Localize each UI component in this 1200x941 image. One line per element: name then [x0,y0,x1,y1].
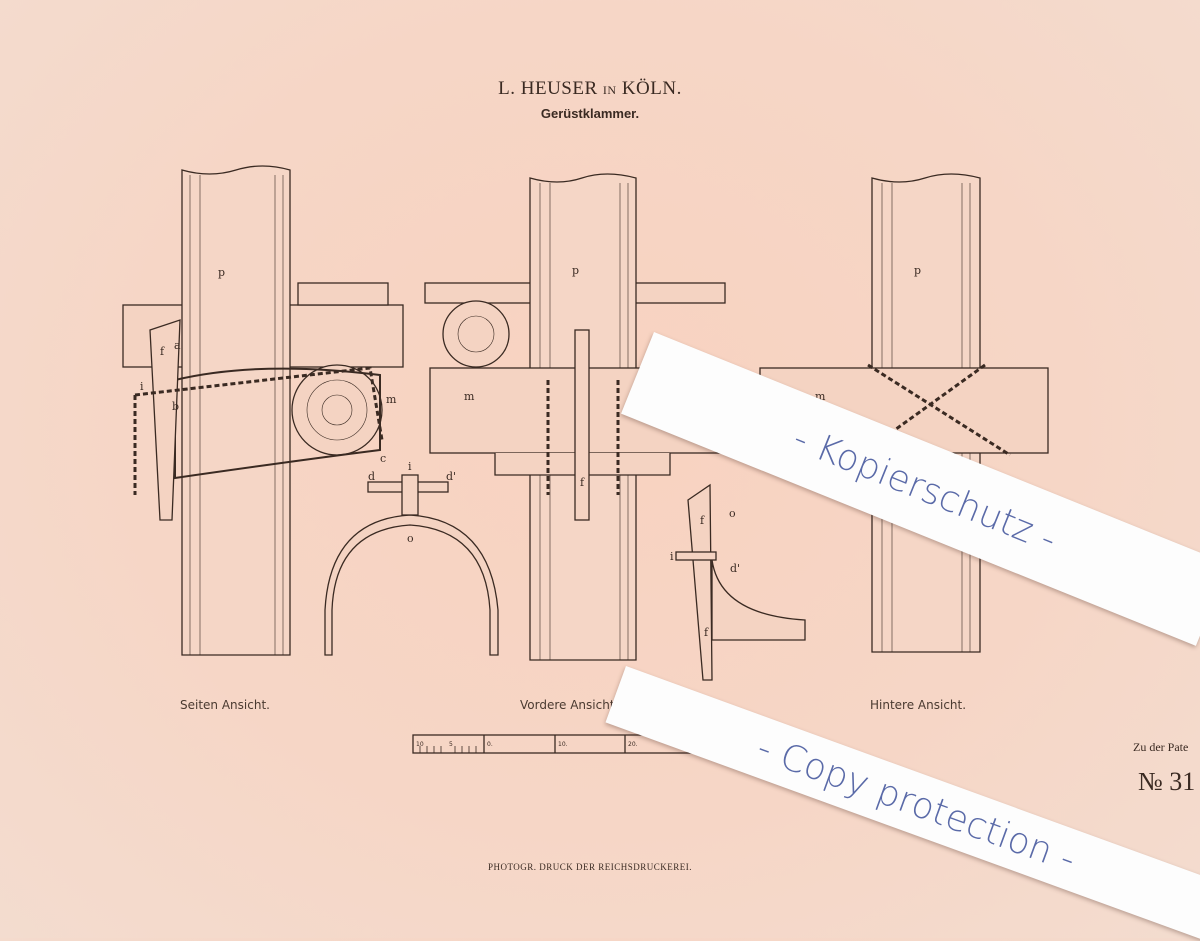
in-word: IN [602,83,617,97]
scale-label: 5 [449,741,453,748]
scale-label: 0. [487,741,493,748]
printer-footer: PHOTOGR. DRUCK DER REICHSDRUCKEREI. [487,862,693,872]
patent-reference-text: Zu der Pate [1133,740,1189,754]
patent-subtitle: Gerüstklammer. [540,106,640,121]
view-label-rear: Hintere Ansicht. [870,698,967,712]
scale-label: 10 [416,741,424,748]
label-d-arc: d [368,470,375,483]
label-i-side: i [140,380,144,393]
detail-drawing [675,483,806,681]
label-p-side: p [218,266,225,279]
patent-title: L. HEUSER IN KÖLN. [0,78,1180,100]
label-i-arc: i [408,460,412,473]
patent-number: № 31 [1138,767,1196,796]
label-p-rear: p [914,264,921,277]
clamp-arc-drawing [324,474,499,656]
author-name: L. HEUSER [498,78,598,99]
side-view-drawing [122,165,404,656]
label-b-side: b [172,400,179,413]
view-label-side: Seiten Ansicht. [180,698,270,712]
label-f2-detail: f [704,626,709,639]
label-p-front: p [572,264,579,277]
view-label-front: Vordere Ansicht. [520,698,619,712]
label-o-arc: o [407,532,414,545]
label-f-detail: f [700,514,705,527]
label-d1-detail: d' [730,562,740,575]
label-d1-arc: d' [446,470,456,483]
scale-label: 20. [628,741,638,748]
city-name: KÖLN. [621,78,682,99]
label-m-side: m [386,393,397,406]
label-m-front: m [464,390,475,403]
label-a-side: a [174,339,181,352]
label-f-front: f [580,476,585,489]
scale-label: 10. [558,741,568,748]
label-i-detail: i [670,550,674,563]
label-o-detail: o [729,507,736,520]
front-view-drawing [424,173,741,661]
label-m-rear: m [815,390,826,403]
label-c-side: c [380,452,386,465]
label-f-side: f [160,345,165,358]
